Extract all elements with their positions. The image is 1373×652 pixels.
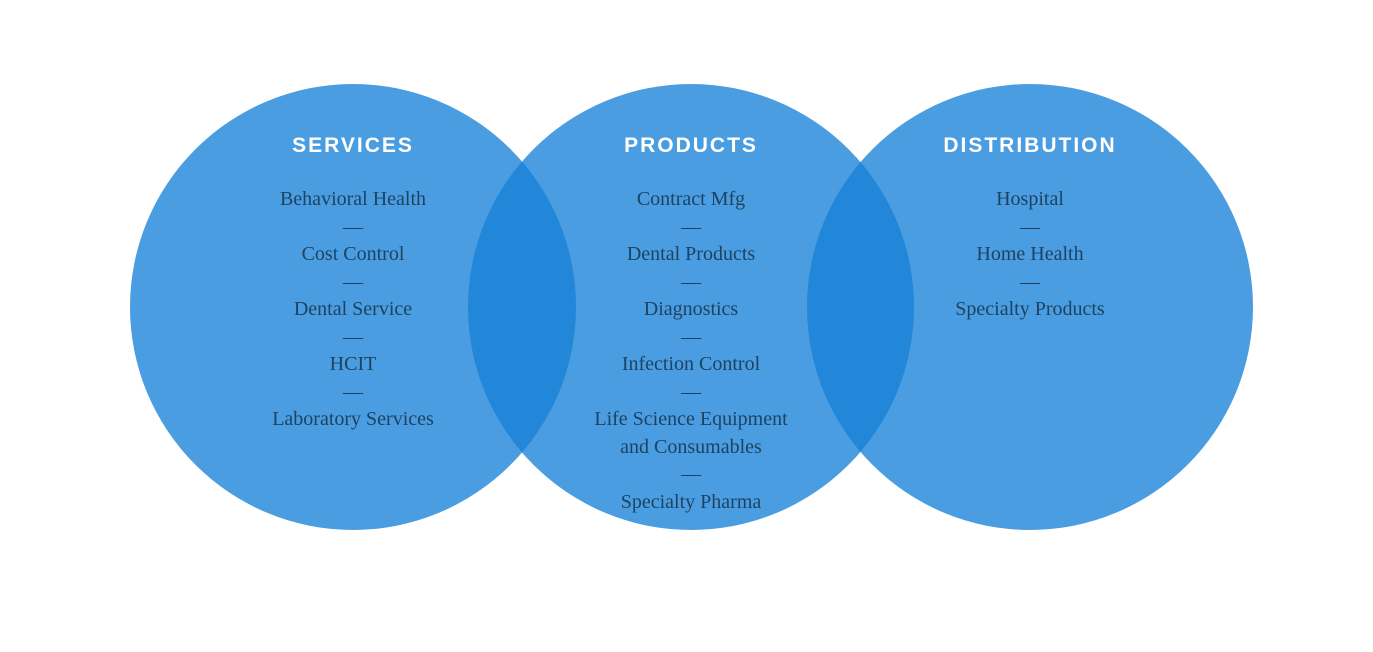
distribution-circle: [807, 84, 1253, 530]
